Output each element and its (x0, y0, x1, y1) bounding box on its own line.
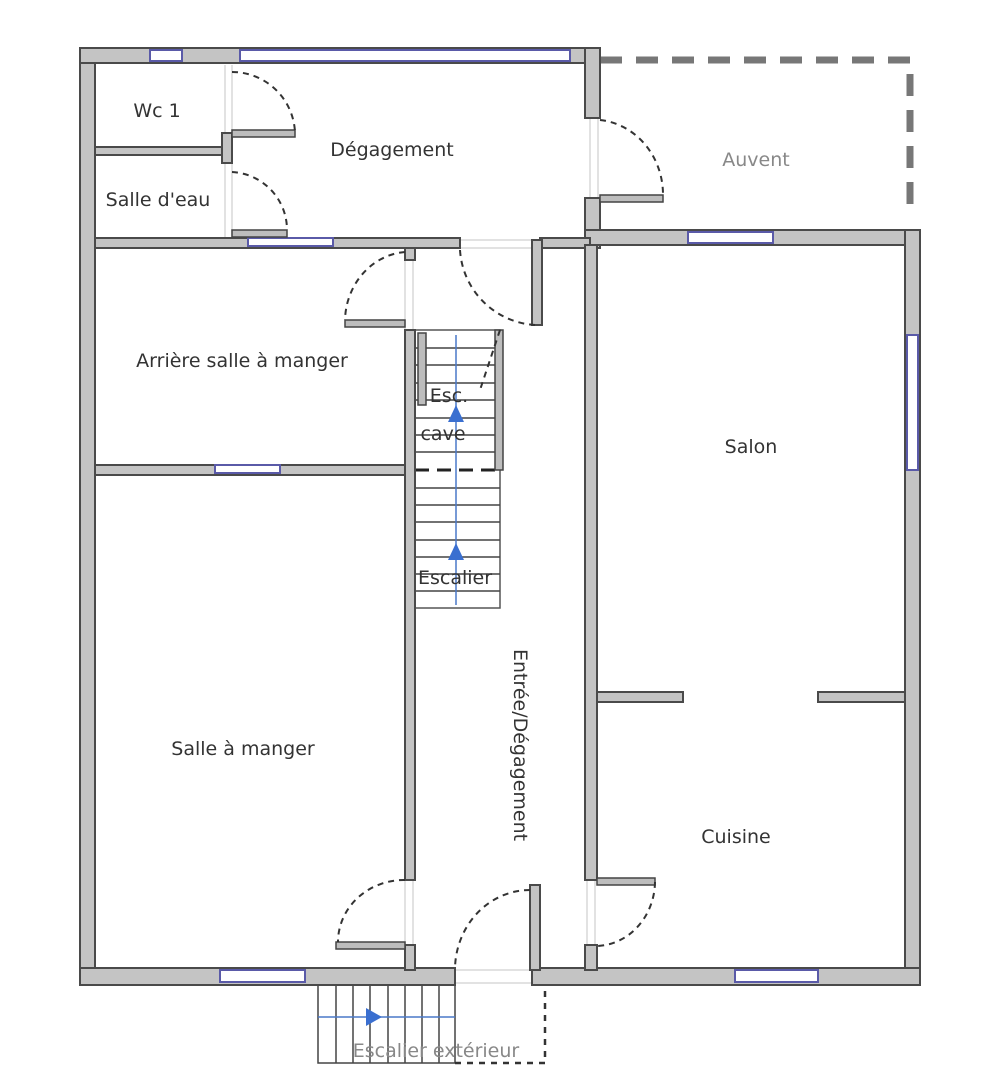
room-label-cave: cave (420, 423, 465, 445)
room-label-arriere-salle: Arrière salle à manger (136, 350, 348, 372)
stair-arrow-icon (366, 1008, 382, 1026)
room-label-escalier-exterieur: Escalier extérieur (353, 1040, 520, 1062)
stair-arrow-icon (448, 405, 464, 422)
room-label-salle-eau: Salle d'eau (106, 189, 211, 211)
room-label-cuisine: Cuisine (701, 826, 771, 848)
room-label-entree: Entrée/Dégagement (509, 649, 531, 841)
windows (149, 49, 919, 983)
room-label-escalier: Escalier (418, 567, 492, 589)
room-label-salon: Salon (725, 436, 778, 458)
room-label-auvent: Auvent (722, 149, 789, 171)
doors (231, 71, 665, 969)
auvent-outline (600, 56, 914, 215)
room-label-degagement: Dégagement (330, 139, 453, 161)
interior-stairs (414, 329, 504, 609)
room-labels: Wc 1 Salle d'eau Dégagement Auvent Arriè… (106, 100, 790, 1062)
room-label-esc-cave: Esc. (430, 385, 468, 407)
room-label-wc: Wc 1 (133, 100, 180, 122)
room-label-salle-manger: Salle à manger (171, 738, 315, 760)
exterior-stairs (317, 982, 547, 1065)
stair-arrow-icon (448, 543, 464, 560)
